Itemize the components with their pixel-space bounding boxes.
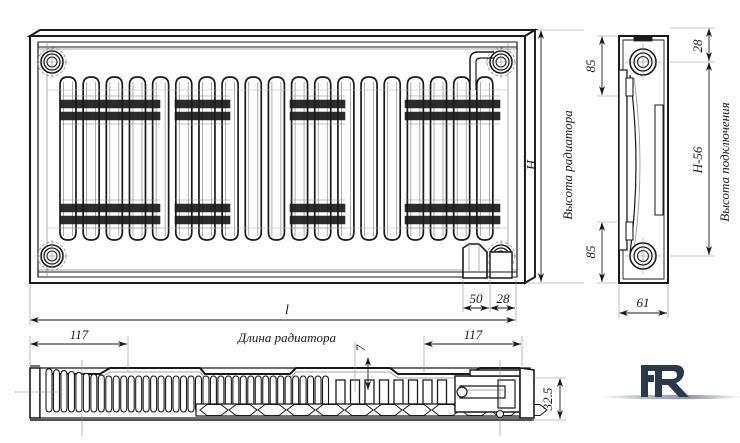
front-view-dimensions: H Высота радиатора 50 28 l Длина радиато… [29, 29, 584, 345]
fitting-top-left [36, 46, 68, 78]
label-height: Высота радиатора [560, 110, 575, 220]
front-view [26, 28, 539, 285]
front-return-pipe [469, 51, 494, 90]
dim-top-offset: 28 [690, 39, 705, 53]
fitting-top-right [485, 46, 517, 78]
label-connection-height: Высота подключения [717, 102, 732, 221]
front-valve-assembly [462, 243, 513, 279]
side-view-dimensions: 85 85 28 H-56 Высота подключения 61 [583, 27, 732, 318]
dim-length-symbol: l [285, 303, 289, 318]
dim-bracket-left: 117 [70, 327, 89, 342]
dim-plate-gap: 7 [353, 344, 368, 351]
fitting-bottom-left [36, 240, 68, 272]
dim-lower-spacing: 85 [583, 245, 598, 259]
dim-connection-symbol: H-56 [690, 146, 705, 174]
dim-bracket-right: 117 [464, 327, 483, 342]
dim-valve-edge: 28 [497, 291, 511, 306]
plan-view [14, 360, 548, 436]
plan-view-dimensions: 117 117 7 32.5 [29, 327, 566, 421]
plan-valve-block [454, 369, 528, 419]
dim-height-symbol: H [525, 159, 540, 171]
label-length: Длина радиатора [236, 330, 337, 345]
side-bottom-port [625, 238, 661, 274]
pr-logo [600, 365, 740, 400]
side-top-port [625, 44, 661, 80]
front-crossbars [59, 95, 501, 229]
side-view [618, 35, 669, 284]
dim-valve-spacing: 50 [470, 291, 484, 306]
dim-upper-spacing: 85 [583, 59, 598, 73]
dim-plan-depth: 32.5 [540, 387, 555, 411]
dim-depth: 61 [637, 295, 650, 310]
